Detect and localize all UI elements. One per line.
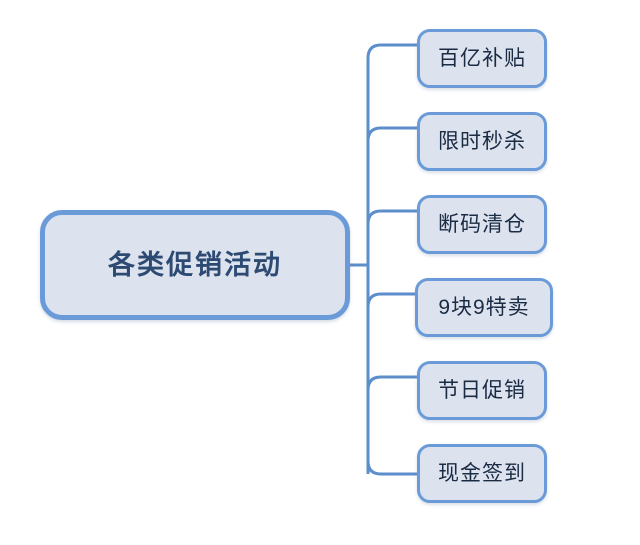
child-node-5-label: 节日促销: [438, 379, 526, 402]
child-node-6-label: 现金签到: [438, 462, 526, 485]
connector-branch-3: [366, 209, 417, 238]
connector-branch-5: [366, 375, 417, 404]
child-node-2[interactable]: 限时秒杀: [417, 112, 547, 171]
child-node-1[interactable]: 百亿补贴: [417, 29, 547, 88]
child-node-2-label: 限时秒杀: [438, 130, 526, 153]
child-node-3[interactable]: 断码清仓: [417, 195, 547, 254]
connector-branch-2: [366, 126, 417, 155]
child-node-4[interactable]: 9块9特卖: [415, 278, 553, 337]
child-node-4-label: 9块9特卖: [438, 296, 530, 319]
root-node-label: 各类促销活动: [108, 249, 282, 280]
connector-branch-1: [366, 43, 417, 72]
connector-branch-4: [366, 292, 415, 321]
root-node[interactable]: 各类促销活动: [40, 210, 350, 320]
child-node-3-label: 断码清仓: [438, 213, 526, 236]
child-node-5[interactable]: 节日促销: [417, 361, 547, 420]
child-node-1-label: 百亿补贴: [438, 47, 526, 70]
connector-branch-6: [366, 448, 417, 476]
child-node-6[interactable]: 现金签到: [417, 444, 547, 503]
